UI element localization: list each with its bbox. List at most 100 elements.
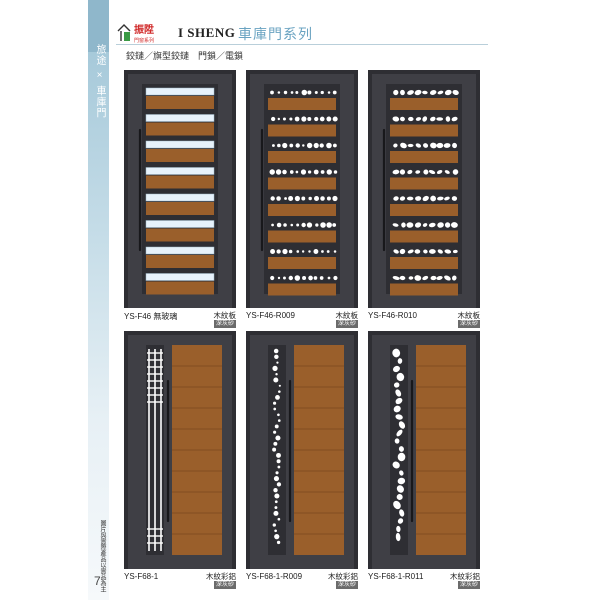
stone-cutout: [437, 249, 443, 254]
logo-subtext: 門窗系列: [134, 37, 154, 44]
circle-cutout: [289, 117, 293, 121]
circle-cutout: [332, 143, 337, 148]
side-band: [88, 0, 109, 600]
circle-cutout: [278, 390, 281, 393]
circle-cutout: [272, 447, 277, 452]
circle-cutout: [277, 143, 281, 148]
brand-name: I SHENG: [178, 25, 236, 40]
circle-cutout: [333, 170, 338, 174]
stone-cutout: [423, 249, 428, 254]
circle-cutout: [276, 482, 282, 487]
circle-cutout: [308, 275, 313, 281]
circle-cutout: [283, 223, 287, 227]
stone-cutout: [395, 389, 402, 397]
stone-cutout: [428, 222, 436, 228]
stone-cutout: [392, 348, 401, 358]
circle-cutout: [301, 196, 306, 201]
stone-cutout: [437, 222, 444, 228]
circle-cutout: [284, 197, 287, 200]
stone-cutout: [392, 276, 400, 280]
circle-cutout: [300, 169, 307, 175]
side-tab: [88, 0, 109, 52]
stone-cutout: [430, 195, 437, 202]
circle-cutout: [274, 500, 278, 504]
circle-cutout: [294, 275, 301, 281]
stone-cutout: [452, 142, 458, 149]
door-material-label: 木紋板: [335, 311, 359, 320]
circle-cutout: [306, 222, 313, 228]
circle-cutout: [282, 117, 286, 121]
stone-cutout: [452, 89, 459, 96]
circle-cutout: [270, 196, 275, 201]
stone-cutout: [430, 116, 436, 122]
stone-cutout: [415, 170, 421, 174]
circle-cutout: [276, 361, 279, 364]
stone-cutout: [422, 195, 429, 202]
circle-cutout: [278, 384, 281, 387]
stone-cutout: [422, 90, 428, 95]
circle-cutout: [313, 169, 319, 175]
stone-cutout: [396, 372, 405, 382]
wood-slat: [268, 98, 336, 110]
stone-cutout: [444, 275, 451, 281]
circle-cutout: [277, 465, 281, 469]
stone-cutout: [396, 494, 403, 500]
wood-slat: [146, 175, 214, 189]
circle-cutout: [275, 169, 282, 175]
stone-cutout: [429, 90, 437, 95]
circle-cutout: [289, 143, 294, 148]
stone-cutout: [396, 525, 401, 533]
circle-cutout: [301, 116, 307, 122]
door-model-code: YS-F68-1-R009: [246, 572, 303, 581]
door-finish-badge: 深灰砂: [213, 320, 236, 328]
stone-cutout: [423, 143, 429, 148]
circle-cutout: [295, 170, 299, 174]
stone-cutout: [399, 248, 406, 255]
circle-cutout: [290, 223, 294, 227]
stone-cutout: [444, 249, 452, 254]
stone-cutout: [400, 89, 405, 96]
circle-cutout: [295, 91, 299, 94]
circle-cutout: [276, 196, 281, 201]
circle-cutout: [277, 91, 281, 94]
circle-cutout: [332, 195, 338, 202]
stone-cutout: [436, 169, 443, 175]
circle-cutout: [302, 144, 305, 147]
stone-cutout: [398, 421, 406, 429]
logo-text: 振陞: [134, 23, 154, 36]
glass-strip: [145, 193, 215, 202]
page-number: 7: [94, 574, 101, 588]
stone-cutout: [393, 405, 401, 413]
wood-slat: [146, 281, 214, 295]
glass-strip: [145, 246, 215, 255]
stone-cutout: [395, 397, 403, 405]
stone-cutout: [452, 169, 459, 175]
circle-cutout: [277, 117, 281, 121]
circle-cutout: [277, 517, 281, 521]
stone-cutout: [444, 196, 450, 201]
stone-cutout: [436, 275, 443, 281]
door-material-label: 木紋彩鋁: [450, 572, 480, 581]
wood-slat: [390, 230, 458, 243]
circle-cutout: [275, 394, 280, 400]
glass-strip: [145, 273, 215, 281]
glass-strip: [145, 220, 215, 228]
circle-cutout: [273, 441, 278, 446]
stone-cutout: [436, 117, 444, 121]
side-category-label: 旅途 × 車庫門: [94, 44, 105, 119]
stone-cutout: [423, 169, 429, 175]
circle-cutout: [277, 276, 281, 280]
stone-cutout: [397, 358, 403, 364]
circle-cutout: [333, 275, 338, 281]
stone-cutout: [428, 169, 436, 175]
circle-cutout: [320, 170, 325, 174]
company-logo: 振陞 門窗系列: [117, 23, 154, 44]
circle-cutout: [320, 90, 324, 95]
door-material-label: 木紋板: [213, 311, 237, 320]
stone-cutout: [415, 196, 422, 201]
door-image: [124, 331, 236, 569]
door-material-label: 木紋彩鋁: [206, 572, 236, 581]
door-finish-badge: 深灰砂: [335, 320, 358, 328]
circle-cutout: [326, 222, 332, 228]
stone-cutout: [450, 222, 458, 228]
